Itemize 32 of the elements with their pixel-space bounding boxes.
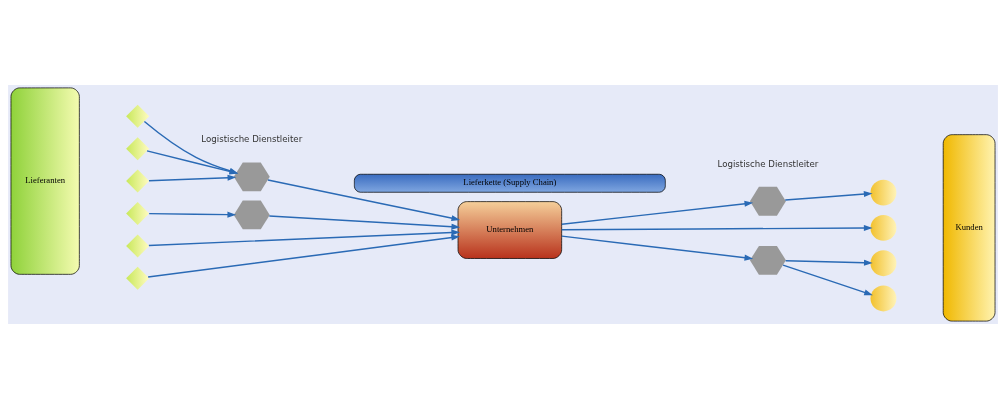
node-diamond — [126, 234, 150, 258]
node-circle — [870, 285, 897, 312]
node-box: Unternehmen — [457, 201, 563, 259]
arrow — [147, 234, 460, 278]
node-box: Lieferkette (Supply Chain) — [353, 173, 666, 193]
arrow — [782, 264, 873, 296]
node-hexagon — [749, 245, 786, 275]
arrow — [784, 191, 873, 201]
arrow — [785, 259, 873, 266]
arrow — [148, 211, 237, 218]
node-diamond — [126, 202, 150, 225]
node-box: Kunden — [942, 134, 996, 322]
node-hexagon — [233, 200, 270, 230]
arrow — [561, 200, 754, 225]
node-diamond — [126, 169, 150, 193]
arrow — [268, 215, 461, 230]
node-hexagon — [749, 186, 786, 216]
node-diamond — [126, 104, 150, 128]
node-circle — [870, 179, 897, 206]
node-circle — [870, 250, 897, 277]
arrow — [561, 224, 873, 232]
arrow — [267, 179, 461, 222]
node-diamond — [126, 137, 150, 161]
node-diamond — [126, 266, 150, 290]
node-circle — [870, 214, 897, 241]
arrow — [561, 235, 754, 261]
arrow — [148, 174, 237, 182]
label: Logistische Dienstleiter — [201, 134, 303, 145]
label: Logistische Dienstleiter — [717, 158, 819, 169]
node-box: Lieferanten — [10, 87, 80, 275]
node-hexagon — [233, 162, 270, 192]
arrow — [148, 229, 461, 247]
